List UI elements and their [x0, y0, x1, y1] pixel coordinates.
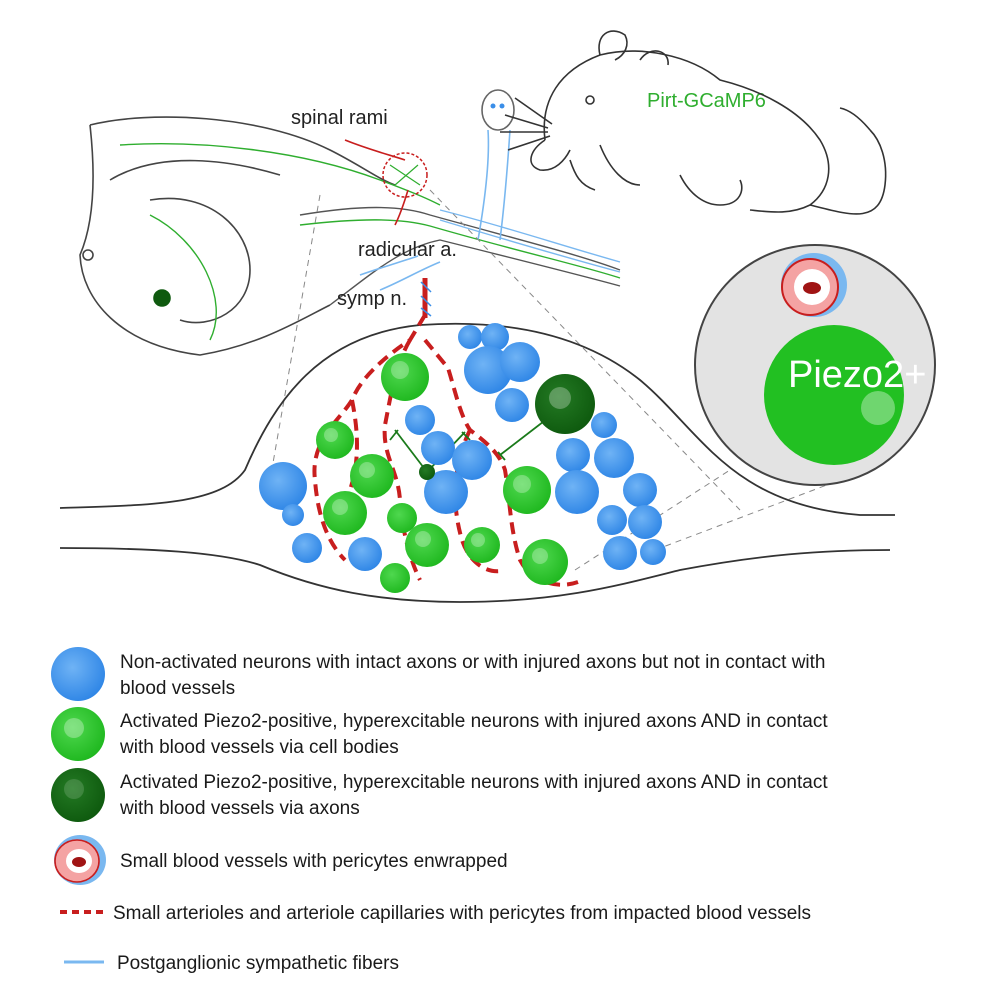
spinal-cord-section [79, 116, 396, 356]
legend: Non-activated neurons with intact axons … [51, 647, 828, 974]
nerve-root [119, 143, 621, 341]
blue-neuron [623, 473, 657, 507]
sympathetic-fibers [359, 89, 515, 291]
dark-green-neuron [419, 464, 435, 480]
green-neuron [522, 539, 568, 585]
spinal-rami-label: spinal rami [291, 107, 388, 129]
blue-neuron [421, 431, 455, 465]
legend-item-sympathetic: Postganglionic sympathetic fibers [64, 953, 399, 974]
legend-arterioles-text: Small arterioles and arteriole capillari… [113, 903, 811, 924]
blue-neuron [464, 346, 512, 394]
dark-green-neurons [419, 374, 595, 480]
large-drg-outline [59, 322, 895, 603]
blue-neuron [495, 388, 529, 422]
blue-neuron [292, 533, 322, 563]
blood-vessel [781, 253, 847, 317]
blue-neuron [481, 323, 509, 351]
pirt-label: Pirt-GCaMP6 [647, 90, 766, 112]
legend-green-line1: Activated Piezo2-positive, hyperexcitabl… [120, 711, 828, 732]
blue-neuron [282, 504, 304, 526]
legend-vessel-text: Small blood vessels with pericytes enwra… [120, 851, 508, 872]
blue-neuron [424, 470, 468, 514]
blue-neuron [640, 539, 666, 565]
blue-neuron [591, 412, 617, 438]
blue-neuron [594, 438, 634, 478]
blue-neuron [405, 405, 435, 435]
spinal-neuron-dot [153, 289, 171, 307]
neuron-highlights [324, 361, 571, 564]
radicular-label: radicular a. [358, 239, 457, 261]
blue-neuron [603, 536, 637, 570]
legend-item-green: Activated Piezo2-positive, hyperexcitabl… [51, 707, 828, 761]
blue-neuron [458, 325, 482, 349]
legend-item-vessel: Small blood vessels with pericytes enwra… [54, 835, 508, 885]
blue-neuron [348, 537, 382, 571]
green-neuron [350, 454, 394, 498]
legend-dark-line1: Activated Piezo2-positive, hyperexcitabl… [120, 772, 828, 793]
legend-dark-line2: with blood vessels via axons [119, 798, 360, 819]
blue-neuron [597, 505, 627, 535]
small-drg [344, 139, 428, 226]
legend-blue-line1: Non-activated neurons with intact axons … [120, 652, 826, 673]
blue-neuron [555, 470, 599, 514]
green-neuron [405, 523, 449, 567]
blue-neuron [500, 342, 540, 382]
piezo2-neuron [764, 325, 904, 465]
green-neuron [464, 527, 500, 563]
mouse-outline [500, 30, 887, 215]
legend-sympathetic-text: Postganglionic sympathetic fibers [117, 953, 399, 974]
legend-item-arterioles: Small arterioles and arteriole capillari… [60, 903, 811, 924]
legend-green-line2: with blood vessels via cell bodies [119, 737, 399, 758]
green-neuron [323, 491, 367, 535]
green-neuron [381, 353, 429, 401]
green-neuron [380, 563, 410, 593]
blue-neuron [556, 438, 590, 472]
legend-item-blue: Non-activated neurons with intact axons … [51, 647, 826, 701]
legend-blue-line2: blood vessels [120, 678, 235, 699]
zoom-inset: Piezo2+ [694, 244, 936, 486]
blue-neuron [628, 505, 662, 539]
symp-label: symp n. [337, 288, 407, 310]
green-neuron [387, 503, 417, 533]
piezo2-label: Piezo2+ [788, 354, 926, 396]
blue-neuron [452, 440, 492, 480]
blue-neuron [259, 462, 307, 510]
dark-green-neuron [535, 374, 595, 434]
blue-neurons [259, 323, 666, 571]
green-neurons [316, 353, 568, 593]
legend-item-dark-green: Activated Piezo2-positive, hyperexcitabl… [51, 768, 828, 822]
green-neuron [316, 421, 354, 459]
green-neuron [503, 466, 551, 514]
